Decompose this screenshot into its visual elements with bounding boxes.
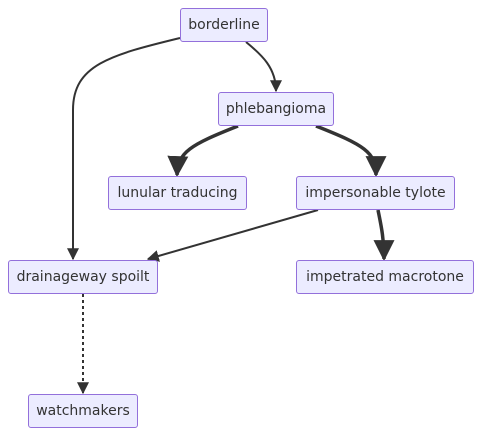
node-impersonable-tylote: impersonable tylote — [296, 176, 455, 210]
edge-borderline-to-phlebangioma — [245, 41, 282, 93]
node-watchmakers: watchmakers — [28, 394, 138, 428]
edge-impersonable-tylote-to-drainageway-spoilt — [146, 209, 319, 262]
node-drainageway-spoilt: drainageway spoilt — [8, 260, 158, 294]
edge-phlebangioma-to-lunular-traducing — [167, 124, 239, 178]
edge-phlebangioma-to-impersonable-tylote — [315, 124, 387, 178]
edge-impersonable-tylote-to-impetrated-macrotone — [373, 209, 395, 262]
node-phlebangioma: phlebangioma — [218, 92, 334, 126]
node-impetrated-macrotone: impetrated macrotone — [296, 260, 474, 294]
node-borderline: borderline — [180, 8, 268, 42]
edge-borderline-to-drainageway-spoilt — [67, 37, 181, 261]
node-lunular-traducing: lunular traducing — [108, 176, 247, 210]
